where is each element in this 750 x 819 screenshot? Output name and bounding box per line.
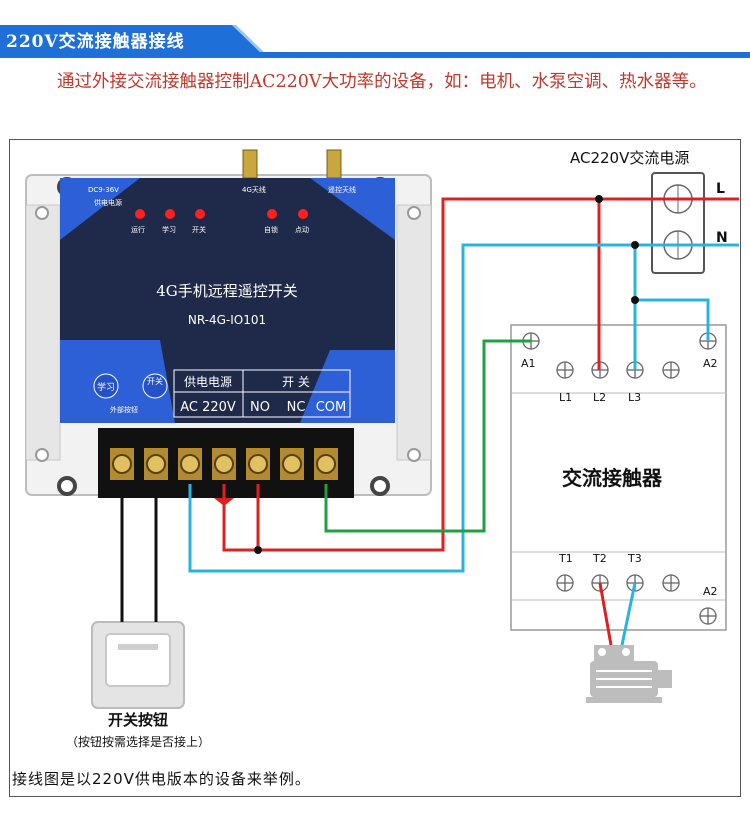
learn-button [93,373,119,399]
learn-button-label: 学习 [97,381,115,393]
terminal-screws [110,448,338,480]
wires [120,197,739,646]
mount-hole [407,206,421,220]
power-spec-label: DC9-36V [88,186,119,194]
wire-t2-motor [598,582,613,646]
antenna-4g [242,149,258,179]
antenna-remote-label: 遥控天线 [328,185,356,194]
live-label: L [716,181,725,197]
wire-live [222,197,739,552]
header-background [0,25,750,58]
terminal-t3-label: T3 [627,552,642,565]
led-learn [165,209,175,219]
wire-t3-motor [620,582,637,646]
terminal-table: 供电电源 开 关 AC 220V NO NC COM [173,369,351,418]
footer-caption: 接线图是以220V供电版本的设备来举例。 [12,770,311,788]
power-source-title: AC220V交流电源 [570,149,689,167]
terminal-l1-label: L1 [559,391,572,404]
led-label: 点动 [295,225,309,234]
contactor-title: 交流接触器 [562,466,663,490]
header-title: 220V交流接触器接线 [6,32,185,52]
antenna-remote [326,149,342,179]
antenna-4g-label: 4G天线 [242,185,266,194]
remote-switch-device: DC9-36V 供电电源 4G天线 遥控天线 运行 学习 开关 自锁 点动 4G… [25,149,432,498]
terminal-a1-label: A1 [521,357,536,370]
section-header [0,22,750,58]
ext-button-label: 外部按钮 [110,405,138,414]
switch-note: （按钮按需选择是否接上） [66,734,210,749]
wire-neutral-to-a2 [635,298,710,341]
led-switch [195,209,205,219]
led-jog [298,209,308,219]
led-latch [267,209,277,219]
led-label: 开关 [192,225,206,234]
table-power-value: AC 220V [180,400,236,415]
terminal-no-label: NO [250,400,270,415]
ac-contactor: 交流接触器 A1 A2 A2 L1 L2 L3 T1 T2 T3 [510,324,727,631]
switch-button [142,373,168,399]
terminal-a2-label: A2 [703,357,718,370]
intro-text: 通过外接交流接触器控制AC220V大功率的设备，如：电机、水泵空调、热水器等。 [57,72,707,92]
terminal-com-label: COM [316,400,347,415]
wire-neutral [188,243,739,573]
switch-label: 开关按钮 [108,711,168,729]
diagram-frame [9,139,741,797]
mount-hole [407,448,421,462]
led-run [135,209,145,219]
terminal-nc-label: NC [287,400,306,415]
mount-hole [35,206,49,220]
led-label: 运行 [131,225,145,234]
terminal-l3-label: L3 [628,391,641,404]
terminal-t2-label: T2 [592,552,607,565]
led-label: 学习 [162,225,176,234]
table-power-header: 供电电源 [184,375,232,389]
device-model: NR-4G-IO101 [188,313,266,327]
led-label: 自锁 [264,225,278,234]
power-input-label: 供电电源 [94,198,122,207]
table-switch-header: 开 关 [282,375,310,389]
terminal-l2-label: L2 [593,391,606,404]
mount-hole [35,448,49,462]
junction-dots [254,195,639,554]
neutral-label: N [716,230,728,246]
device-title: 4G手机远程遥控开关 [156,282,298,300]
switch-button-label: 开关 [147,376,163,386]
terminal-a2-bottom-label: A2 [703,585,718,598]
terminal-t1-label: T1 [558,552,573,565]
wire-com-to-a1 [324,339,531,533]
motor-icon [586,645,672,703]
push-switch-icon [91,621,185,709]
